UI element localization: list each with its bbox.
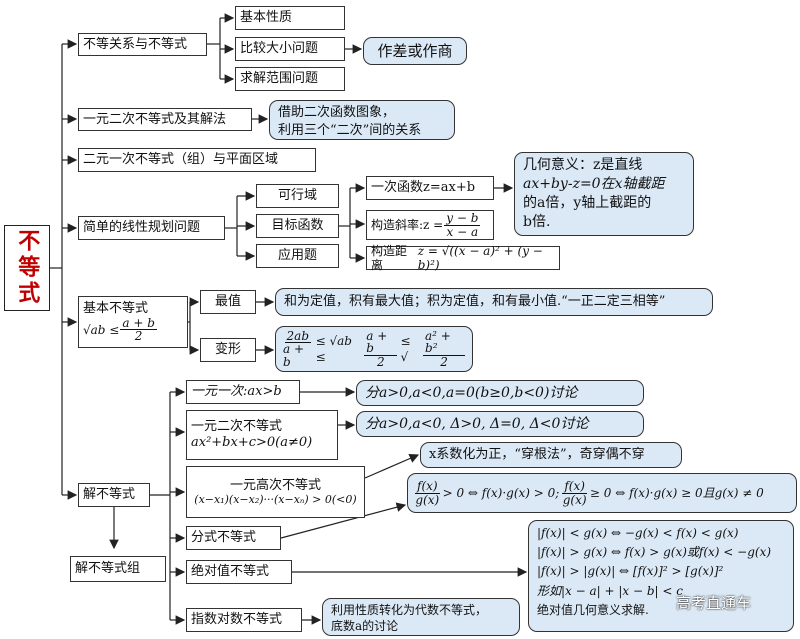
note-difference-quotient: 作差或作商 xyxy=(363,37,467,65)
node-linear-region: 二元一次不等式（组）与平面区域 xyxy=(78,148,316,172)
node-objective-function: 目标函数 xyxy=(256,214,339,238)
node-linear-function: 一次函数z=ax+b xyxy=(366,176,494,200)
root-label: 不等式 xyxy=(14,229,41,307)
note-fraction-equivalence: f(x)g(x) > 0 ⇔ f(x)·g(x) > 0; f(x)g(x) ≥… xyxy=(407,473,797,513)
note-geometric-meaning: 几何意义：z是直线 ax+by-z=0在x轴截距 的a倍，y轴上截距的 b倍. xyxy=(514,152,694,236)
node-distance: 构造距离 z = √((x − a)² + (y − b)²) xyxy=(366,244,560,272)
note-sum-product: 和为定值，积有最大值；积为定值，和有最小值.“一正二定三相等” xyxy=(275,288,713,316)
node-extremum: 最值 xyxy=(200,290,256,314)
note-root-crossing: x系数化为正，“穿根法”，奇穿偶不穿 xyxy=(420,442,682,468)
node-quadratic-one-var: 一元二次不等式 ax²+bx+c>0(a≠0) xyxy=(186,410,338,460)
node-solve-range: 求解范围问题 xyxy=(235,67,345,91)
node-transform: 变形 xyxy=(200,338,256,362)
node-higher-degree: 一元高次不等式 (x−x₁)(x−x₂)···(x−xₙ) > 0(<0) xyxy=(186,466,365,518)
node-compare-size: 比较大小问题 xyxy=(235,37,345,61)
node-basic-inequality: 基本不等式 √ab ≤ a + b 2 xyxy=(78,296,188,348)
node-linear-programming: 简单的线性规划问题 xyxy=(78,216,225,240)
node-feasible-region: 可行域 xyxy=(256,184,339,208)
note-exp-log: 利用性质转化为代数不等式， 底数a的讨论 xyxy=(322,598,520,636)
note-linear-cases: 分a>0,a<0,a=0(b≥0,b<0)讨论 xyxy=(356,380,644,406)
slope-fraction: y − b x − a xyxy=(444,210,481,239)
basic-inequality-formula: √ab ≤ a + b 2 xyxy=(83,315,157,344)
node-linear-one-var: 一元一次:ax>b xyxy=(186,380,300,404)
node-fraction-inequality: 分式不等式 xyxy=(186,526,281,550)
node-inequality-system: 解不等式组 xyxy=(70,556,166,582)
node-application: 应用题 xyxy=(256,244,339,268)
root-node: 不等式 xyxy=(4,225,50,311)
node-solve-inequality: 解不等式 xyxy=(78,483,150,507)
node-quadratic-inequality: 一元二次不等式及其解法 xyxy=(78,108,252,131)
node-absolute-inequality: 绝对值不等式 xyxy=(186,560,292,584)
note-quadratic-cases: 分a>0,a<0, Δ>0, Δ=0, Δ<0讨论 xyxy=(356,411,644,437)
node-exp-log-inequality: 指数对数不等式 xyxy=(186,608,302,632)
note-absolute-rules: |f(x)| < g(x) ⇔ −g(x) < f(x) < g(x) |f(x… xyxy=(528,520,794,632)
note-quadratic-graph: 借助二次函数图象， 利用三个“二次”间的关系 xyxy=(269,100,455,140)
node-slope: 构造斜率:z = y − b x − a xyxy=(366,210,494,240)
node-basic-properties: 基本性质 xyxy=(235,6,345,30)
watermark: 高考直通车 xyxy=(676,594,752,612)
node-inequality-relations: 不等关系与不等式 xyxy=(78,33,207,56)
